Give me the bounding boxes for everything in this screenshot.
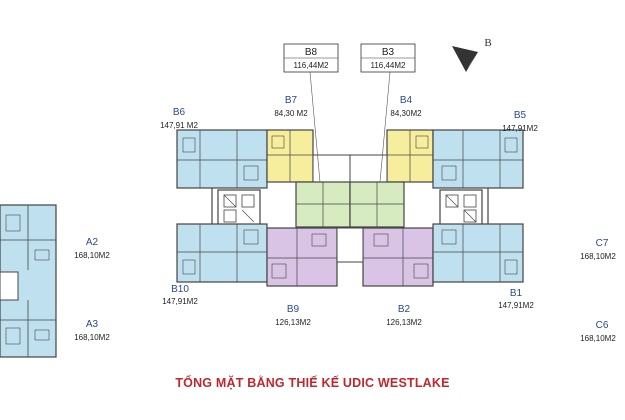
main-tower — [176, 129, 524, 287]
unit-a2-area: 168,10M2 — [74, 251, 110, 260]
left-tower-partial — [0, 204, 57, 358]
unit-b5-shape — [432, 129, 524, 189]
unit-b5-area: 147,91M2 — [502, 124, 538, 133]
stair-bottom — [336, 227, 364, 263]
unit-b2-area: 126,13M2 — [386, 318, 422, 327]
unit-b10-shape — [176, 223, 268, 283]
unit-c7-code: C7 — [596, 238, 609, 249]
unit-b3-area: 116,44M2 — [371, 61, 407, 70]
unit-b8-code: B8 — [305, 47, 318, 58]
unit-a3-area: 168,10M2 — [74, 333, 110, 342]
unit-a2-code: A2 — [86, 237, 99, 248]
label-box-b8: B8 116,44M2 — [283, 43, 339, 73]
unit-c6-code: C6 — [596, 320, 609, 331]
unit-b6-shape — [176, 129, 268, 189]
unit-b2-code: B2 — [398, 304, 411, 315]
unit-b4-code: B4 — [400, 95, 413, 106]
unit-b4-area: 84,30M2 — [390, 109, 422, 118]
unit-b9-area: 126,13M2 — [275, 318, 311, 327]
unit-b3-code: B3 — [382, 47, 395, 58]
leader-b3 — [379, 71, 391, 183]
unit-b2-shape — [362, 227, 434, 287]
label-box-b3: B3 116,44M2 — [360, 43, 416, 73]
unit-b10-area: 147,91M2 — [162, 297, 198, 306]
unit-b7-code: B7 — [285, 95, 298, 106]
compass-label: B — [484, 37, 491, 49]
unit-b8-area: 116,44M2 — [294, 61, 330, 70]
unit-c6-area: 168,10M2 — [580, 334, 616, 343]
left-tower-core — [0, 271, 19, 301]
plan-title: TỔNG MẶT BẰNG THIẾ KẾ UDIC WESTLAKE — [175, 376, 450, 390]
unit-b1-code: B1 — [510, 288, 523, 299]
unit-a3-code: A3 — [86, 319, 99, 330]
unit-b6-code: B6 — [173, 107, 186, 118]
unit-c7-area: 168,10M2 — [580, 252, 616, 261]
compass-icon: B — [452, 37, 492, 72]
unit-b9-shape — [266, 227, 338, 287]
unit-b7-area: 84,30 M2 — [274, 109, 308, 118]
unit-b5-code: B5 — [514, 110, 527, 121]
unit-b6-area: 147,91 M2 — [160, 121, 198, 130]
unit-b1-area: 147,91M2 — [498, 301, 534, 310]
unit-b1-shape — [432, 223, 524, 283]
unit-b10-code: B10 — [171, 284, 189, 295]
unit-b9-code: B9 — [287, 304, 300, 315]
leader-b8 — [309, 71, 321, 183]
